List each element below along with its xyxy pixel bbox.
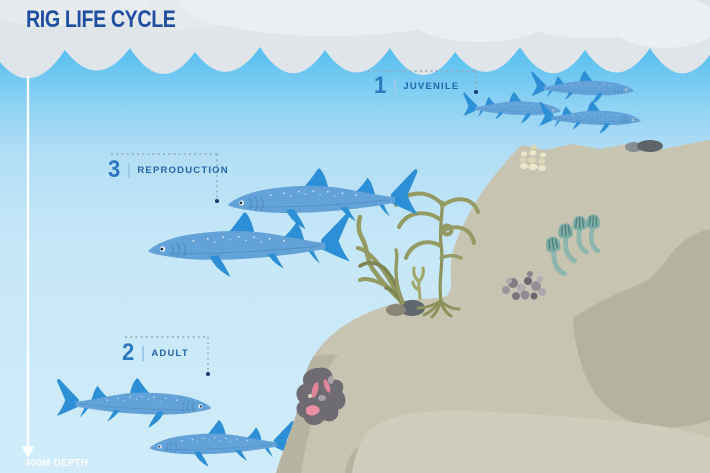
step-divider — [142, 345, 145, 361]
depth-arrow — [21, 76, 35, 458]
kelp-plant-1 — [356, 214, 405, 305]
step-number: 3 — [108, 156, 121, 183]
ridge-rocks — [625, 140, 663, 152]
step-number: 1 — [374, 72, 387, 99]
step-label: ADULT — [151, 347, 189, 359]
depth-label: 400M DEPTH — [25, 457, 89, 469]
gray-coral-cluster — [502, 271, 546, 300]
step-divider — [128, 162, 131, 178]
step-number: 2 — [122, 339, 135, 366]
cream-coral — [519, 144, 546, 171]
step-juvenile: 1 JUVENILE — [374, 74, 459, 98]
sea-cliff — [276, 140, 710, 473]
step-label: JUVENILE — [403, 80, 460, 92]
step-divider — [394, 78, 397, 94]
pink-rock-coral — [296, 367, 346, 426]
clouds — [0, 0, 710, 48]
page-title: RIG LIFE CYCLE — [26, 6, 176, 33]
kelp-rocks — [386, 300, 425, 316]
step-reproduction: 3 REPRODUCTION — [108, 158, 229, 182]
kelp-sprout — [411, 266, 425, 300]
step-label: REPRODUCTION — [137, 164, 229, 176]
cliff-front-ledge — [352, 410, 710, 473]
connector-end-dots — [206, 90, 478, 376]
kelp-plant-2 — [394, 191, 480, 319]
step-connectors — [111, 70, 477, 371]
step-adult: 2 ADULT — [122, 341, 189, 365]
